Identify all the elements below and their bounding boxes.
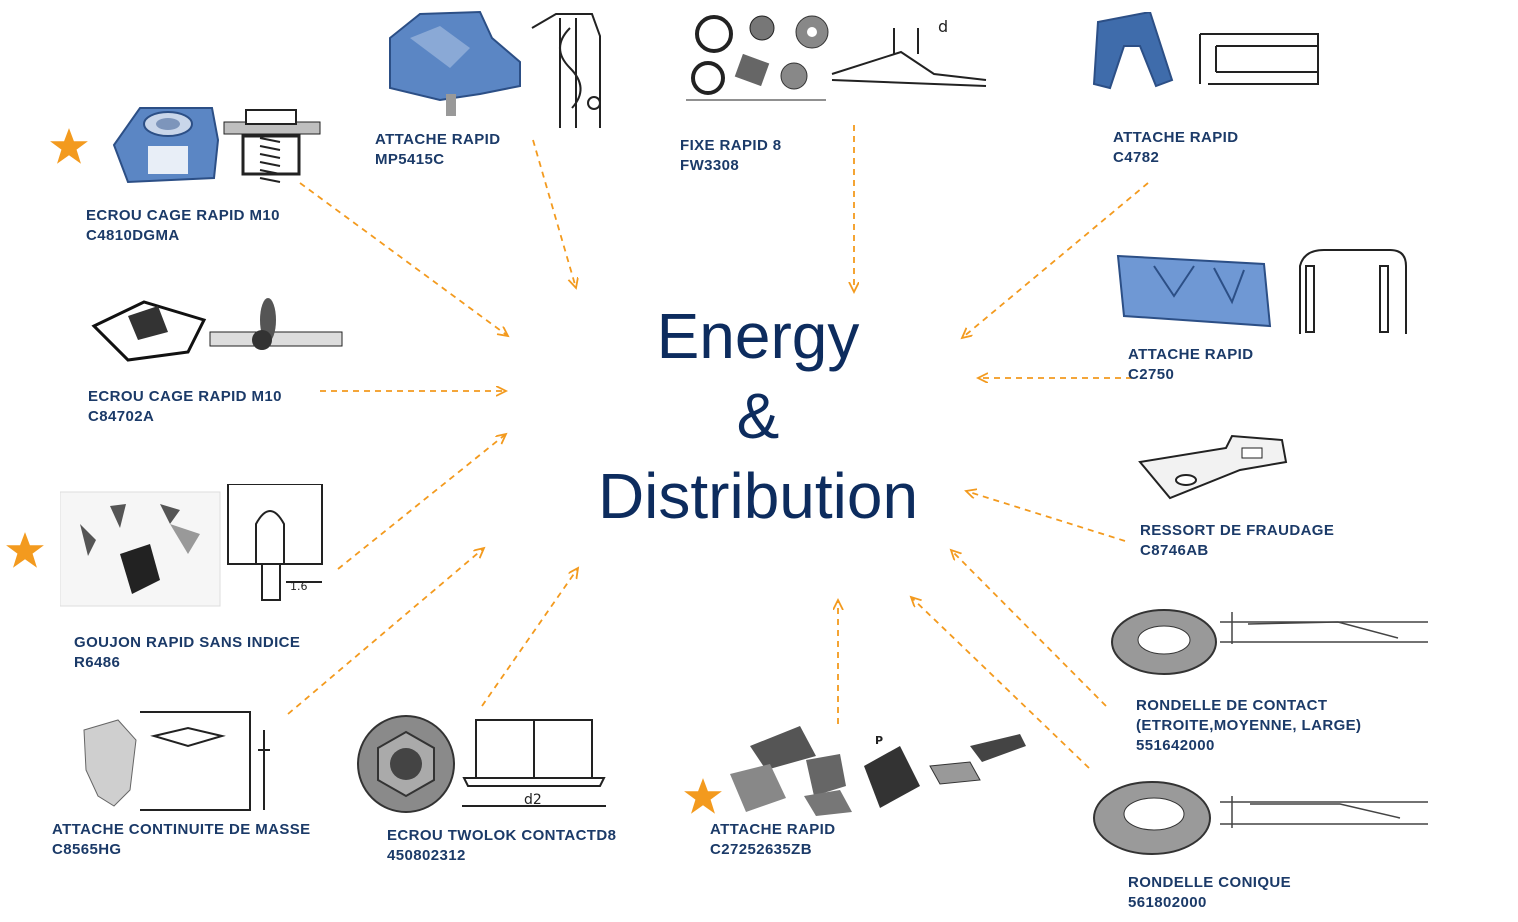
product-ref: R6486: [74, 654, 121, 671]
product-label-c84702a: ECROU CAGE RAPID M10 C84702A: [88, 387, 282, 427]
star-icon: [50, 128, 88, 164]
product-label-561802000: RONDELLE CONIQUE 561802000: [1128, 873, 1291, 913]
product-name: FIXE RAPID 8: [680, 137, 782, 154]
product-label-r6486: GOUJON RAPID SANS INDICE R6486: [74, 633, 300, 673]
arrow-561802000: [911, 597, 1090, 769]
fixe-dim-label: d: [938, 17, 948, 36]
product-name: ATTACHE RAPID: [1113, 129, 1239, 146]
product-label-c2750: ATTACHE RAPID C2750: [1128, 345, 1253, 385]
product-name: GOUJON RAPID SANS INDICE: [74, 634, 301, 651]
product-ref: C8746AB: [1140, 542, 1209, 559]
nut-twolok-image: d2: [357, 715, 606, 813]
star-icon: [6, 532, 44, 568]
washer-fw3308-image: d: [686, 15, 987, 101]
product-ref: 551642000: [1136, 737, 1215, 754]
cage-nut-image: [112, 107, 321, 184]
clip-c4782-image: [1092, 12, 1319, 90]
twolok-dim-label: d2: [524, 792, 542, 808]
title-line-distribution: Distribution: [597, 460, 919, 532]
clip-mp5415c-image: [389, 10, 601, 128]
arrow-c8565hg: [287, 548, 484, 715]
product-ref: C84702A: [88, 408, 155, 425]
spring-c8746ab-image: [1138, 434, 1288, 500]
product-ref: C4810DGMA: [86, 227, 180, 244]
product-name: RONDELLE DE CONTACT: [1136, 697, 1328, 714]
clip-c27252635zb-image: P: [730, 726, 1026, 816]
arrow-c4782: [962, 182, 1149, 338]
product-label-c8746ab: RESSORT DE FRAUDAGE C8746AB: [1140, 521, 1334, 561]
contact-washer-image: [1111, 609, 1428, 675]
product-name: ATTACHE CONTINUITE DE MASSE: [52, 821, 311, 838]
arrow-c8746ab: [966, 491, 1126, 542]
product-label-450802312: ECROU TWOLOK CONTACTD8 450802312: [387, 826, 616, 866]
arrow-551642000: [951, 550, 1107, 707]
product-label-fw3308: FIXE RAPID 8 FW3308: [680, 136, 782, 176]
goujon-dim-label: 1.6: [290, 580, 308, 593]
product-name: RESSORT DE FRAUDAGE: [1140, 522, 1335, 539]
arrow-450802312: [481, 568, 578, 707]
product-ref: MP5415C: [375, 151, 445, 168]
title-line-ampersand: &: [736, 380, 780, 452]
product-label-c8565hg: ATTACHE CONTINUITE DE MASSE C8565HG: [52, 820, 311, 860]
attache-letter-label: P: [875, 734, 883, 747]
product-name-2: (ETROITE,MOYENNE, LARGE): [1136, 717, 1362, 734]
clip-c2750-image: [1116, 249, 1407, 334]
stud-r6486-image: 1.6: [60, 484, 323, 607]
product-name: ECROU TWOLOK CONTACTD8: [387, 827, 617, 844]
arrow-mp5415c: [532, 139, 576, 288]
product-name: ATTACHE RAPID: [375, 131, 501, 148]
arrow-r6486: [337, 434, 506, 570]
center-title: Energy & Distribution: [558, 296, 958, 536]
product-label-c27252635zb: ATTACHE RAPID C27252635ZB: [710, 820, 835, 860]
product-ref: 561802000: [1128, 894, 1207, 911]
product-ref: C27252635ZB: [710, 841, 812, 858]
product-label-551642000: RONDELLE DE CONTACT (ETROITE,MOYENNE, LA…: [1136, 696, 1361, 756]
product-name: ATTACHE RAPID: [710, 821, 836, 838]
product-label-c4782: ATTACHE RAPID C4782: [1113, 128, 1238, 168]
cage-nut-c84702a-image: [91, 298, 343, 362]
conical-washer-image: [1093, 781, 1428, 855]
product-name: ATTACHE RAPID: [1128, 346, 1254, 363]
product-ref: FW3308: [680, 157, 740, 174]
product-ref: C8565HG: [52, 841, 122, 858]
product-name: ECROU CAGE RAPID M10: [86, 207, 280, 224]
product-name: ECROU CAGE RAPID M10: [88, 388, 282, 405]
product-ref: 450802312: [387, 847, 466, 864]
title-line-energy: Energy: [656, 300, 860, 372]
star-icon: [684, 778, 722, 814]
product-name: RONDELLE CONIQUE: [1128, 874, 1292, 891]
product-label-mp5415c: ATTACHE RAPID MP5415C: [375, 130, 500, 170]
product-ref: C4782: [1113, 149, 1160, 166]
clip-c8565hg-image: [83, 711, 270, 811]
product-ref: C2750: [1128, 366, 1175, 383]
product-label-c4810dgma: ECROU CAGE RAPID M10 C4810DGMA: [86, 206, 280, 246]
